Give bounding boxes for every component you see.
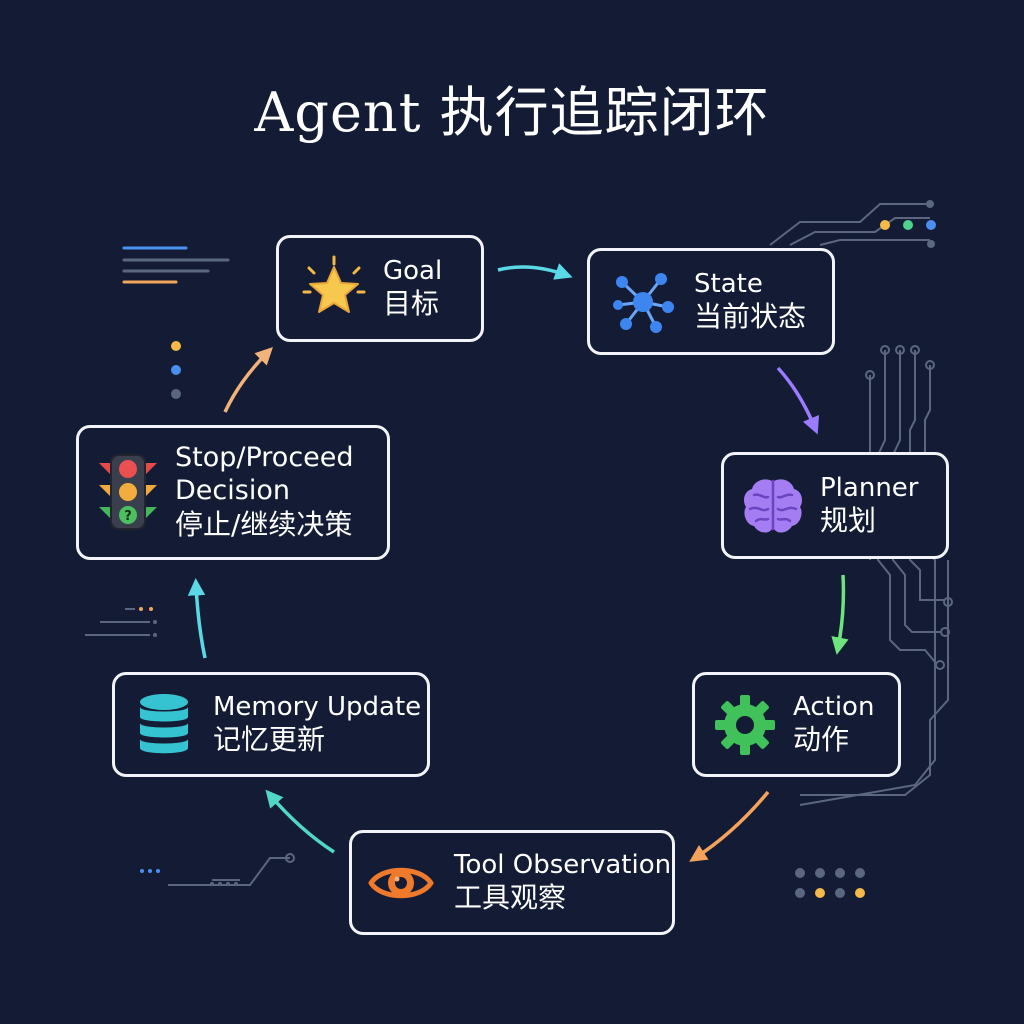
- network-icon: [613, 272, 674, 333]
- arrow-state-to-planner: [776, 366, 820, 435]
- node-action-label: Action 动作: [793, 692, 874, 758]
- svg-text:?: ?: [124, 509, 132, 524]
- node-action-en: Action: [793, 691, 875, 722]
- node-memory-update: Memory Update 记忆更新: [112, 672, 430, 777]
- node-action-zh: 动作: [793, 723, 850, 757]
- node-stop-proceed-en-line2: Decision: [175, 475, 290, 507]
- arrow-goal-to-state: [497, 263, 573, 280]
- node-goal-label: Goal 目标: [383, 256, 442, 322]
- eye-icon: [368, 867, 434, 898]
- node-planner: Planner 规划: [721, 452, 949, 559]
- node-tool-observation-zh: 工具观察: [454, 881, 567, 915]
- page-title: Agent 执行追踪闭环: [254, 81, 770, 144]
- traffic-light-icon: ?: [99, 453, 157, 530]
- arrow-tool-to-memory: [265, 789, 335, 854]
- brain-icon: [744, 478, 802, 533]
- node-stop-proceed-decision: ? Stop/Proceed Decision 停止/继续决策: [76, 425, 390, 560]
- node-memory-update-zh: 记忆更新: [213, 723, 326, 757]
- arrow-planner-to-action: [831, 574, 849, 655]
- node-tool-observation-en: Tool Observation: [454, 849, 672, 880]
- node-action: Action 动作: [692, 672, 901, 777]
- arrow-action-to-tool: [689, 790, 770, 862]
- node-memory-update-label: Memory Update 记忆更新: [213, 692, 421, 758]
- node-stop-proceed-decision-label: Stop/Proceed Decision 停止/继续决策: [175, 442, 354, 542]
- gear-icon: [715, 694, 775, 755]
- node-planner-label: Planner 规划: [820, 473, 918, 539]
- star-icon: [302, 255, 366, 313]
- arrow-stop-to-goal: [223, 347, 273, 413]
- arrow-memory-to-stop: [187, 578, 207, 659]
- node-tool-observation-label: Tool Observation 工具观察: [454, 850, 671, 916]
- node-stop-proceed-en-line1: Stop/Proceed: [175, 442, 354, 474]
- node-planner-en: Planner: [820, 472, 919, 503]
- node-memory-update-en: Memory Update: [213, 691, 422, 722]
- node-state: State 当前状态: [587, 248, 835, 355]
- node-goal: Goal 目标: [276, 235, 484, 342]
- node-planner-zh: 规划: [820, 504, 877, 538]
- database-icon: [140, 693, 188, 753]
- node-stop-proceed-zh: 停止/继续决策: [175, 508, 353, 542]
- node-state-label: State 当前状态: [694, 269, 806, 335]
- node-goal-zh: 目标: [383, 287, 440, 321]
- node-state-en: State: [694, 268, 763, 299]
- node-state-zh: 当前状态: [694, 300, 807, 334]
- node-tool-observation: Tool Observation 工具观察: [349, 830, 675, 935]
- node-goal-en: Goal: [383, 255, 443, 286]
